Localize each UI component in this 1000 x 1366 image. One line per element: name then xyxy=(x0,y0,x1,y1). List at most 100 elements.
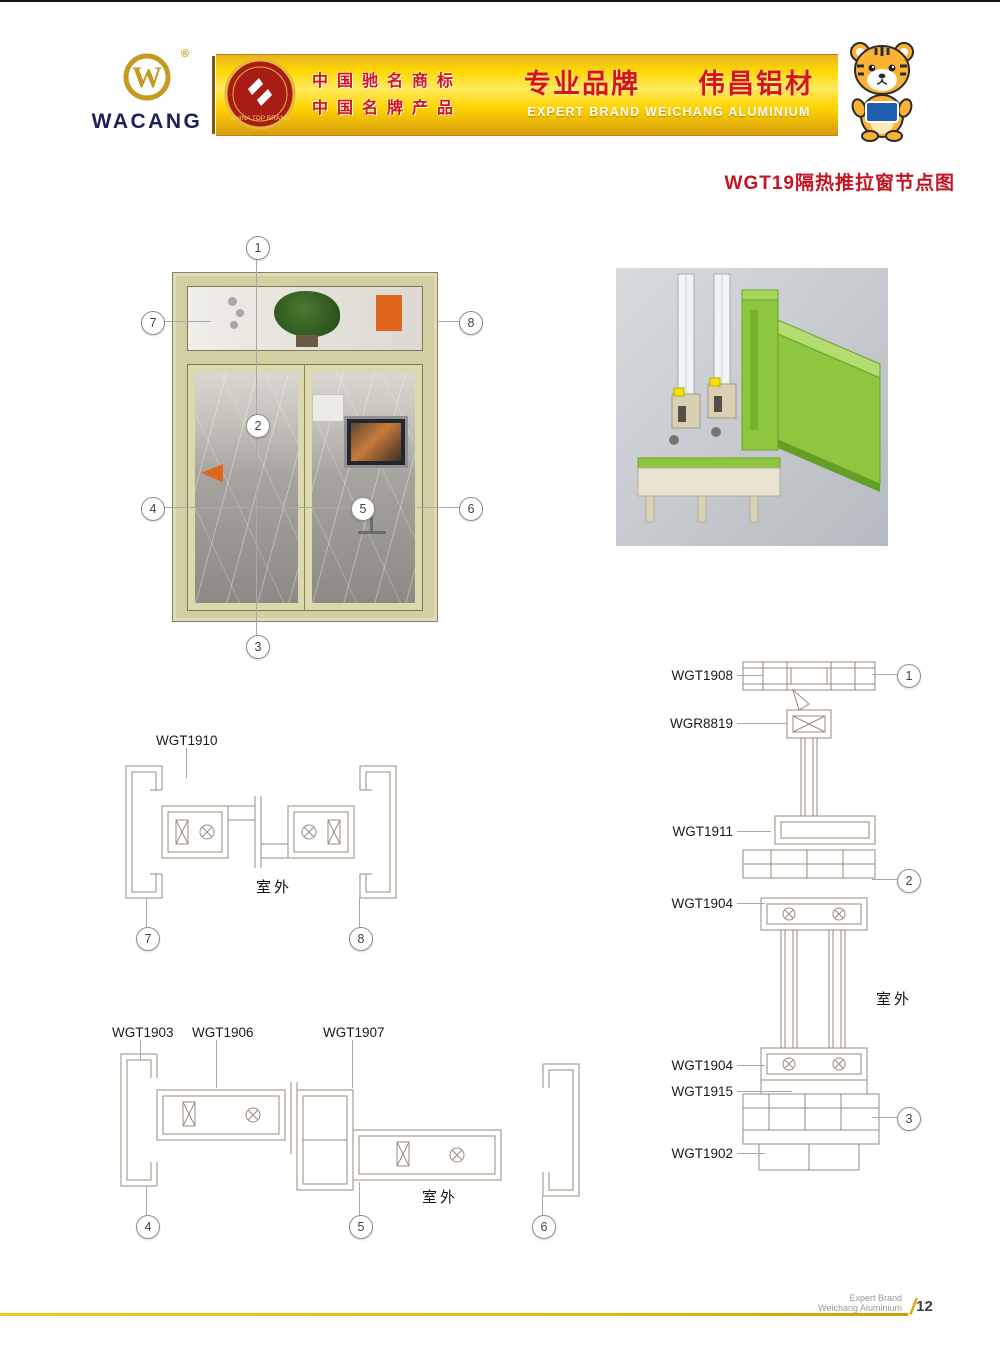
honor-line-1: 中国驰名商标 xyxy=(312,73,463,90)
outdoor-label: 室外 xyxy=(255,879,292,896)
slogan-chinese: 专业品牌 伟昌铝材 xyxy=(524,69,814,99)
profile-label: WGT1904 xyxy=(671,1058,733,1073)
leader-line xyxy=(737,1065,765,1066)
section-drawing-1-2-3 xyxy=(742,661,880,1171)
mid-rail-profile xyxy=(774,815,876,845)
page-number-slash: / xyxy=(910,1294,917,1319)
leader-line xyxy=(163,507,351,508)
svg-text:W: W xyxy=(132,61,162,94)
leader-line xyxy=(359,1182,360,1215)
leader-line xyxy=(163,321,211,322)
interlock xyxy=(227,796,289,868)
interlock xyxy=(290,1082,298,1154)
profile-label: WGT1911 xyxy=(672,824,733,839)
sliding-sash-opening xyxy=(187,364,423,611)
window-elevation xyxy=(172,272,438,622)
callout-3: 3 xyxy=(246,635,270,659)
transom-photo xyxy=(188,287,422,350)
callout-5: 5 xyxy=(351,497,375,521)
callout-4: 4 xyxy=(141,497,165,521)
outdoor-label: 室外 xyxy=(876,991,913,1008)
left-sash-glass xyxy=(195,372,298,603)
transom-opening xyxy=(187,286,423,351)
profile-label: WGT1902 xyxy=(671,1146,733,1161)
callout-7: 7 xyxy=(136,927,160,951)
callout-7: 7 xyxy=(141,311,165,335)
cabinet xyxy=(312,394,344,422)
head-frame-profile xyxy=(742,661,876,691)
footer-line-1: Expert Brand xyxy=(849,1293,902,1303)
footer-line-2: Weichang Aluminium xyxy=(818,1303,902,1313)
left-jamb-profile xyxy=(125,765,163,899)
leader-line xyxy=(352,1040,353,1088)
footer-rule xyxy=(0,1313,908,1316)
profile-label: WGR8819 xyxy=(669,716,733,731)
callout-2: 2 xyxy=(246,414,270,438)
leader-line xyxy=(737,1153,765,1154)
leader-line xyxy=(737,723,787,724)
television xyxy=(344,416,408,534)
leader-line xyxy=(542,1196,543,1215)
callout-3: 3 xyxy=(897,1107,921,1131)
wall-decor-dot xyxy=(230,321,238,329)
profile-label: WGT1906 xyxy=(192,1025,254,1040)
leader-line xyxy=(872,1117,897,1118)
profile-label: WGT1915 xyxy=(671,1084,733,1099)
leader-line xyxy=(359,898,360,927)
badge-ring-text: CHINA TOP BRAND xyxy=(230,115,290,122)
leader-line xyxy=(146,1186,147,1215)
callout-1: 1 xyxy=(897,664,921,688)
china-top-brand-badge-icon: CHINA TOP BRAND xyxy=(224,58,296,130)
top-rule xyxy=(0,0,1000,2)
callout-8: 8 xyxy=(349,927,373,951)
leader-line xyxy=(737,1091,792,1092)
transition-profile xyxy=(296,1089,354,1191)
callout-8: 8 xyxy=(459,311,483,335)
leader-line xyxy=(186,748,187,778)
callout-6: 6 xyxy=(459,497,483,521)
profile-3d-render xyxy=(616,268,888,546)
tv-screen xyxy=(351,423,401,461)
right-sash-glass xyxy=(312,372,415,603)
orange-arrow xyxy=(201,464,223,482)
profile-label: WGT1908 xyxy=(671,668,733,683)
plant xyxy=(274,291,340,337)
right-stile-profile xyxy=(287,805,355,859)
glass-units-lower xyxy=(780,930,846,1048)
corner-connector xyxy=(792,688,810,711)
header-banner: CHINA TOP BRAND 中国驰名商标 中国名牌产品 专业品牌 伟昌铝材 … xyxy=(216,54,838,136)
leader-line xyxy=(737,831,771,832)
leader-line xyxy=(216,1040,217,1088)
profile-label: WGT1907 xyxy=(323,1025,385,1040)
wall-decor-dot xyxy=(236,309,244,317)
callout-4: 4 xyxy=(136,1215,160,1239)
outdoor-label: 室外 xyxy=(421,1189,458,1206)
upper-rail-profile xyxy=(156,1089,286,1141)
right-jamb-profile xyxy=(359,765,397,899)
tiger-mascot-icon xyxy=(843,38,921,142)
right-sash xyxy=(304,365,422,610)
lower-sash-bottom-rail xyxy=(760,1047,868,1081)
honor-line-2: 中国名牌产品 xyxy=(312,100,463,117)
leader-line xyxy=(146,898,147,927)
profile-label: WGT1904 xyxy=(671,896,733,911)
callout-5: 5 xyxy=(349,1215,373,1239)
leader-line xyxy=(438,321,459,322)
page-title: WGT19隔热推拉窗节点图 xyxy=(724,173,955,194)
plant-pot xyxy=(296,335,318,347)
honor-titles: 中国驰名商标 中国名牌产品 xyxy=(312,68,502,122)
footer-brand-text: Expert Brand Weichang Aluminium xyxy=(770,1293,902,1313)
leader-line xyxy=(417,507,459,508)
callout-1: 1 xyxy=(246,236,270,260)
slogan-english: EXPERT BRAND WEICHANG ALUMINIUM xyxy=(527,105,811,119)
section-drawing-7-8 xyxy=(125,765,397,899)
leader-line xyxy=(140,1040,141,1060)
track-frame-profile xyxy=(742,849,876,879)
wacang-logo-icon: W ® xyxy=(117,48,189,108)
profile-label: WGT1903 xyxy=(112,1025,174,1040)
leader-line xyxy=(256,258,257,635)
profile-label: WGT1910 xyxy=(156,733,218,748)
brand-logo: W ® WACANG xyxy=(86,48,208,138)
registered-mark: ® xyxy=(180,48,189,60)
page-number: /12 xyxy=(910,1294,933,1320)
